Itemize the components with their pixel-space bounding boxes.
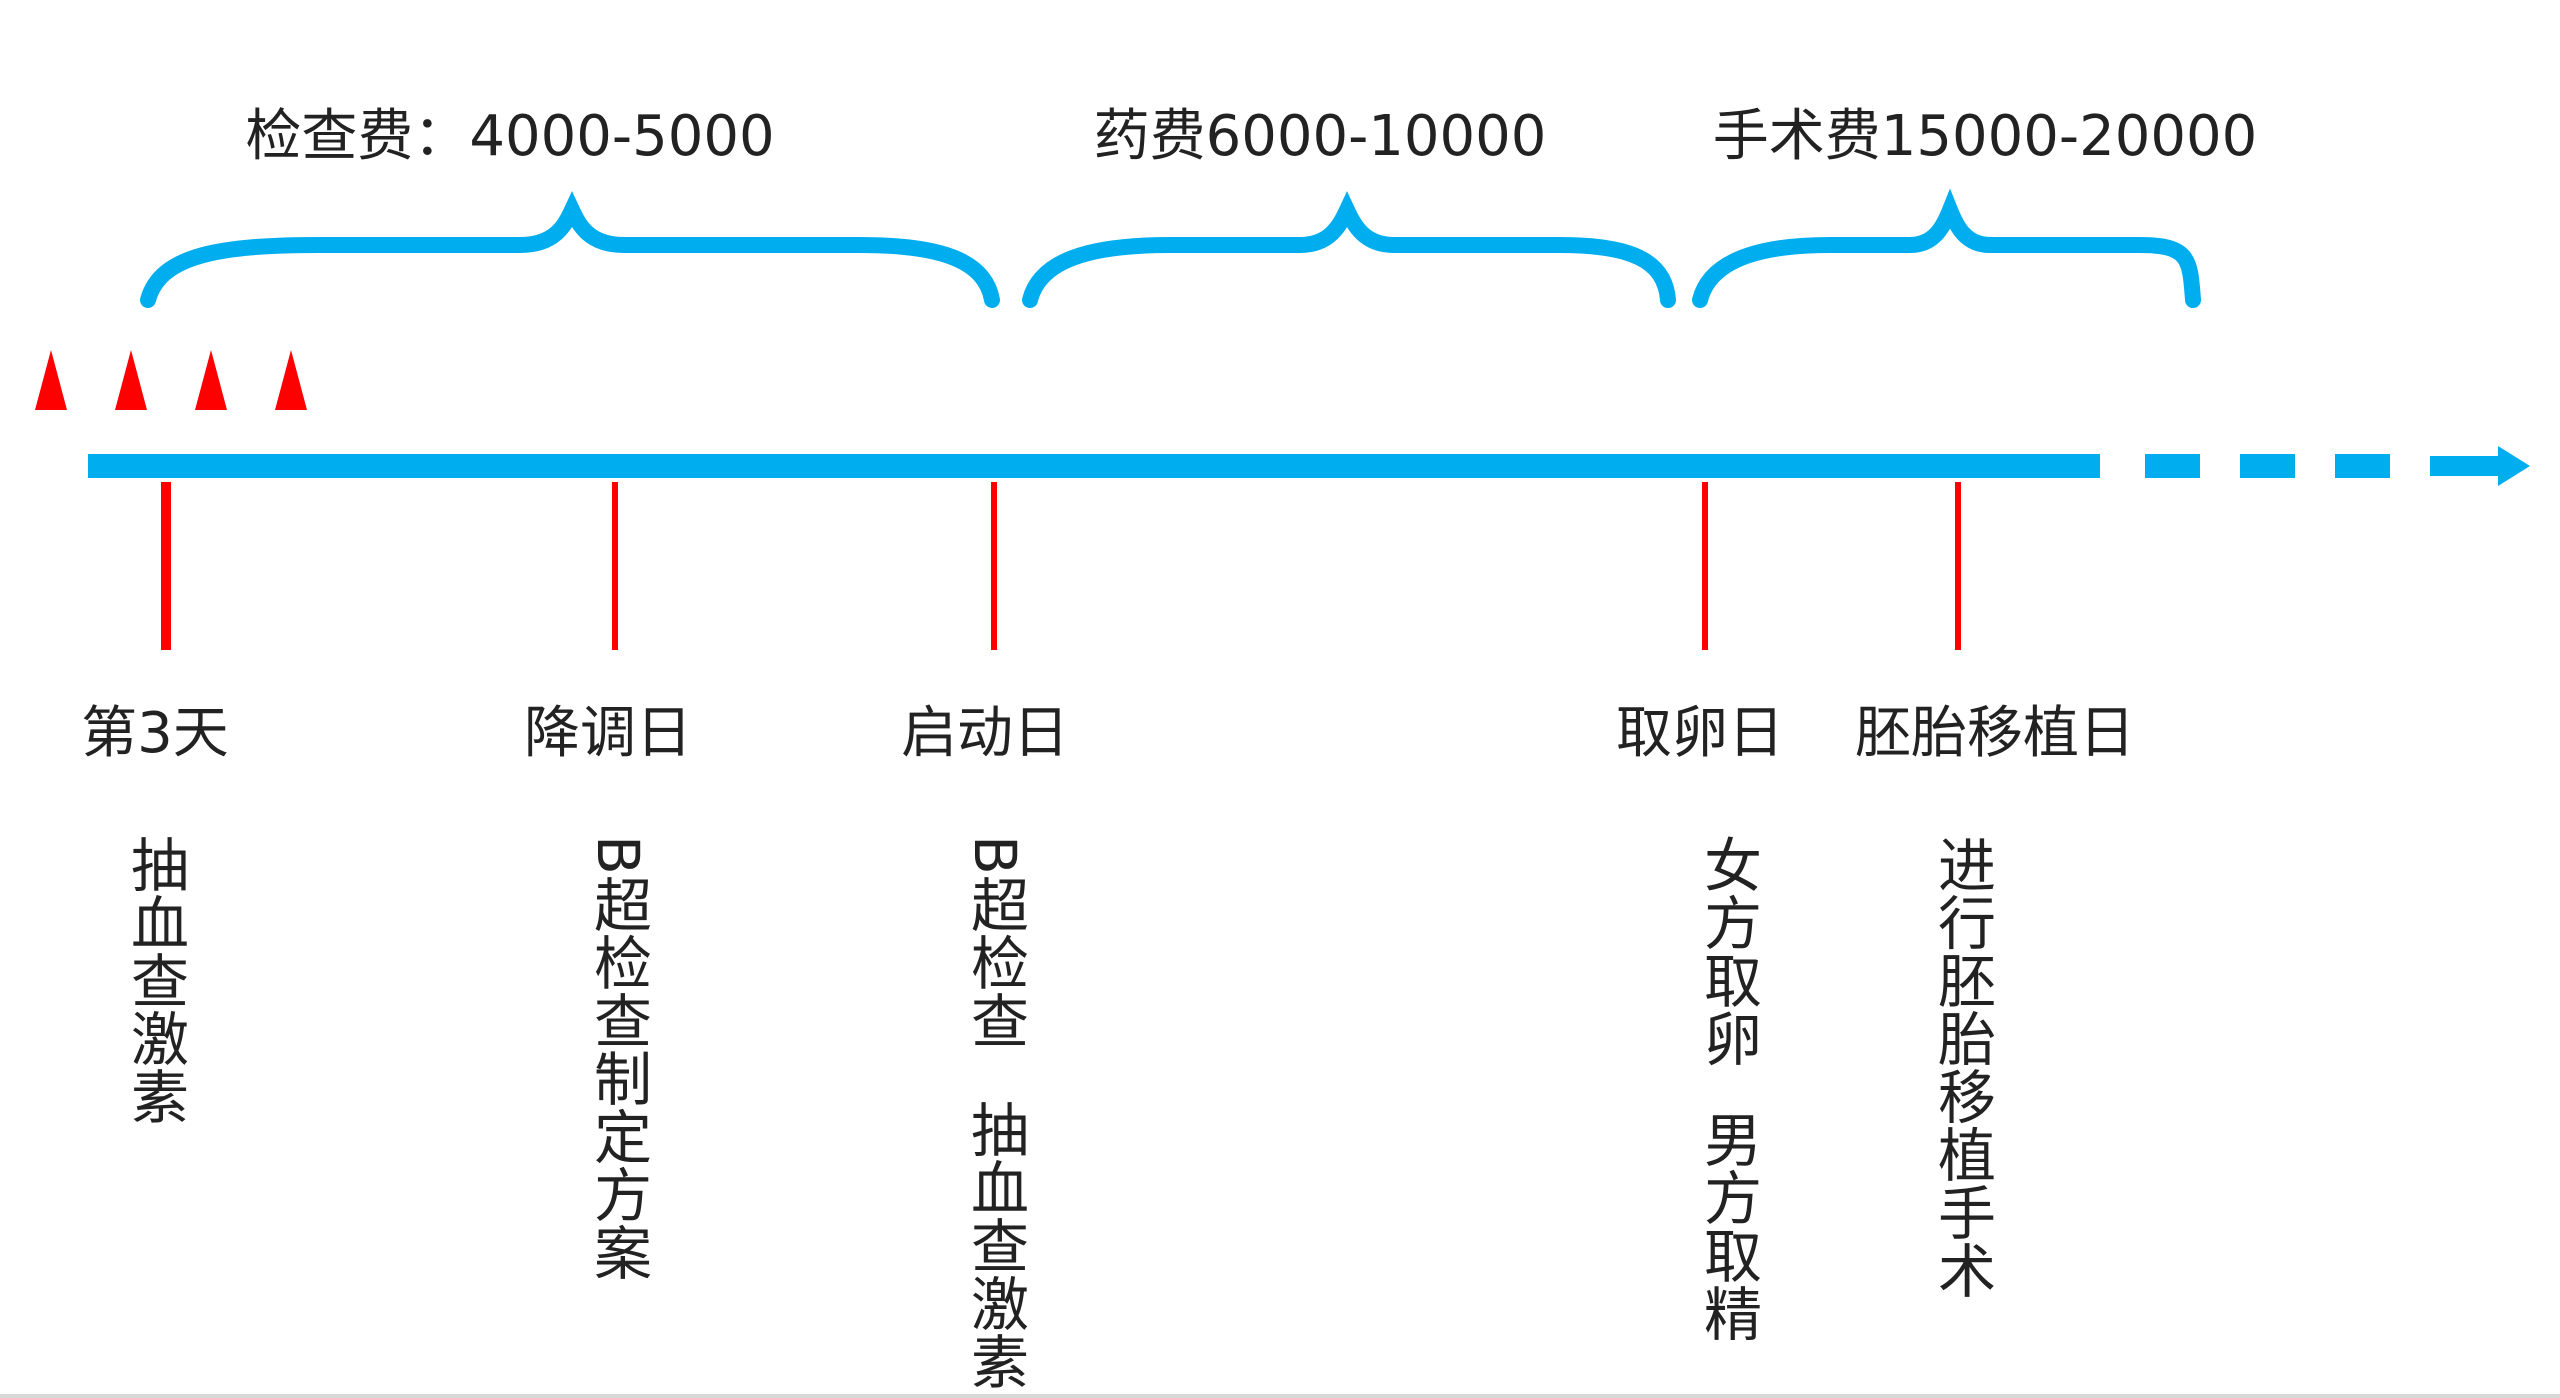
brace-surgery (1692, 188, 2201, 308)
activity-text: 抽血查激素 (961, 1100, 1029, 1390)
activity-text: B超检查制定方案 (584, 835, 652, 1281)
brace-medicine (1022, 191, 1676, 308)
activity-text: 进行胚胎移植手术 (1928, 835, 1996, 1299)
stage-label-day3: 第3天 (81, 701, 229, 766)
red-triangle-icon (195, 350, 227, 410)
activity-text: 女方取卵 (1694, 835, 1762, 1067)
fee-label-exam: 检查费：4000-5000 (245, 104, 774, 169)
bottom-divider (0, 1394, 2560, 1398)
activity-text: 男方取精 (1694, 1110, 1762, 1342)
stage-label-downreg: 降调日 (524, 701, 692, 766)
fee-label-medicine: 药费6000-10000 (1094, 104, 1547, 169)
stage-label-retrieval: 取卵日 (1616, 701, 1784, 766)
red-triangle-icon (275, 350, 307, 410)
fee-label-surgery: 手术费15000-20000 (1713, 104, 2258, 169)
red-triangle-icon (115, 350, 147, 410)
activity-text: 抽血查激素 (121, 835, 189, 1125)
activity-text: B超检查 (961, 835, 1029, 1049)
arrow-right-icon (2430, 446, 2530, 486)
red-triangle-icon (35, 350, 67, 410)
brace-exam (140, 191, 1000, 308)
stage-label-transfer: 胚胎移植日 (1855, 701, 2135, 766)
stage-label-start: 启动日 (901, 701, 1069, 766)
